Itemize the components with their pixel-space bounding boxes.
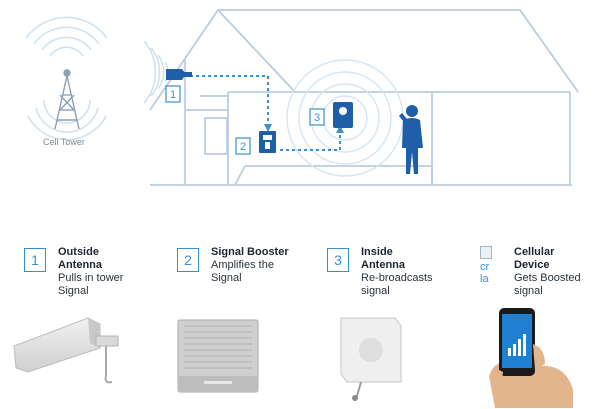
marker-2: 2 bbox=[240, 141, 246, 153]
tower-waves-icon bbox=[25, 16, 108, 141]
step-desc-line: signal bbox=[361, 285, 390, 297]
step-desc-line: signal bbox=[514, 285, 543, 297]
signal-booster-product-image bbox=[177, 319, 259, 393]
step-desc-line: Gets Boosted bbox=[514, 272, 581, 284]
cellular-device-product-image bbox=[489, 308, 573, 408]
broken-image-icon: cr la bbox=[480, 246, 500, 290]
broken-alt-line: cr bbox=[480, 261, 490, 273]
step-number: 1 bbox=[24, 248, 46, 272]
step-desc-line: Amplifies the bbox=[211, 259, 274, 271]
step-title-line: Signal Booster bbox=[211, 246, 289, 258]
outside-antenna-icon bbox=[166, 69, 192, 80]
step-number: 3 bbox=[327, 248, 349, 272]
marker-3: 3 bbox=[314, 112, 320, 124]
step-title-line: Outside bbox=[58, 246, 99, 258]
diagram-markers: 1 2 3 bbox=[165, 85, 325, 155]
step-desc-line: Signal bbox=[211, 272, 242, 284]
broken-alt-line: la bbox=[480, 273, 489, 285]
outside-antenna-product-image bbox=[13, 317, 119, 384]
step-desc-line: Pulls in tower bbox=[58, 272, 124, 284]
inside-antenna-product-image bbox=[340, 317, 402, 401]
cell-tower-icon bbox=[54, 69, 80, 130]
step-desc-line: Signal bbox=[58, 285, 89, 297]
step-title-line: Inside bbox=[361, 246, 393, 258]
step-title-line: Antenna bbox=[361, 259, 405, 271]
house-outline bbox=[149, 9, 579, 186]
signal-diagram: 1 2 3 bbox=[25, 9, 579, 186]
tower-label: Cell Tower bbox=[43, 137, 85, 147]
step-title-line: Cellular bbox=[514, 246, 555, 258]
inside-antenna-icon bbox=[333, 102, 353, 128]
step-title-line: Device bbox=[514, 259, 550, 271]
marker-1: 1 bbox=[170, 89, 176, 101]
signal-booster-icon bbox=[259, 131, 276, 153]
step-number: 2 bbox=[177, 248, 199, 272]
step-desc-line: Re-broadcasts bbox=[361, 272, 433, 284]
cable-path bbox=[190, 75, 341, 151]
person-icon bbox=[399, 105, 423, 174]
step-title-line: Antenna bbox=[58, 259, 102, 271]
